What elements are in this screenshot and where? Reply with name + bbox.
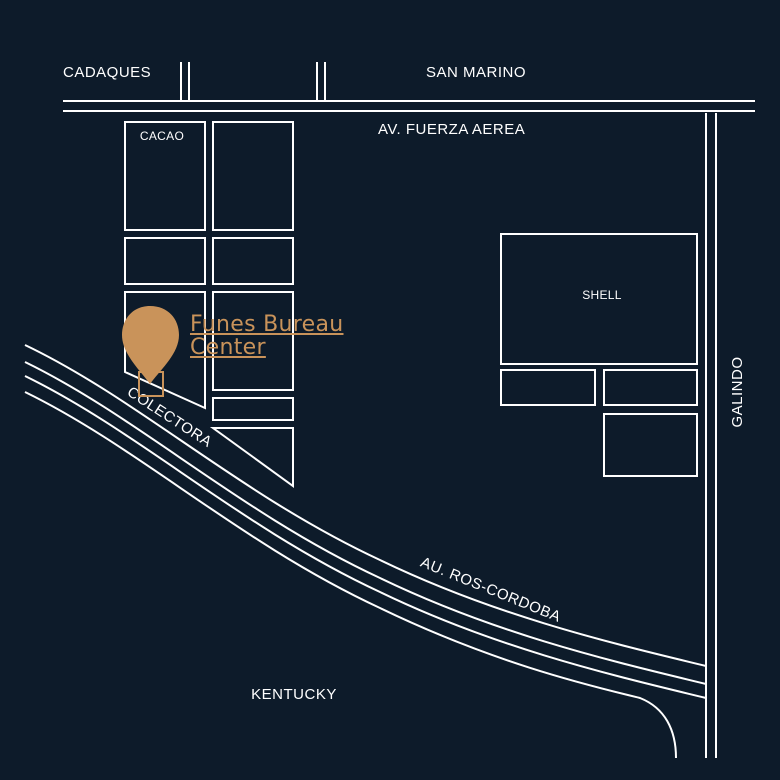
road-galindo (705, 113, 717, 758)
road-short-vertical-left (180, 62, 190, 101)
block-shell (500, 233, 698, 365)
location-link-funes-bureau-center[interactable]: Funes Bureau Center (190, 313, 390, 359)
location-name-line2: Center (190, 335, 266, 360)
block (212, 397, 294, 421)
place-label-cacao: CACAO (140, 129, 184, 143)
street-label-av-fuerza-aerea: AV. FUERZA AEREA (378, 121, 525, 138)
block (209, 427, 294, 488)
block (212, 291, 294, 391)
block (212, 237, 294, 285)
block (603, 369, 698, 406)
road-short-vertical-right (316, 62, 326, 101)
map-pin-icon[interactable] (122, 306, 179, 397)
city-blocks-west (124, 121, 294, 488)
city-blocks-east (500, 233, 698, 477)
street-label-au-ros-cordoba: AU. ROS-CORDOBA (418, 554, 563, 626)
block-cacao (124, 121, 206, 231)
street-label-galindo: GALINDO (729, 356, 746, 427)
block (212, 121, 294, 231)
pin-shape (122, 306, 179, 384)
place-label-shell: SHELL (582, 288, 622, 302)
road-av-fuerza-aerea (63, 100, 755, 112)
location-name-line1: Funes Bureau (190, 312, 344, 337)
street-label-cadaques: CADAQUES (63, 64, 151, 81)
street-label-san-marino: SAN MARINO (426, 64, 526, 81)
street-label-colectora: COLECTORA (124, 384, 215, 451)
street-label-kentucky: KENTUCKY (251, 686, 337, 703)
block (603, 413, 698, 477)
block (124, 237, 206, 285)
road-au-ros-cordoba (24, 344, 707, 759)
block (500, 369, 596, 406)
